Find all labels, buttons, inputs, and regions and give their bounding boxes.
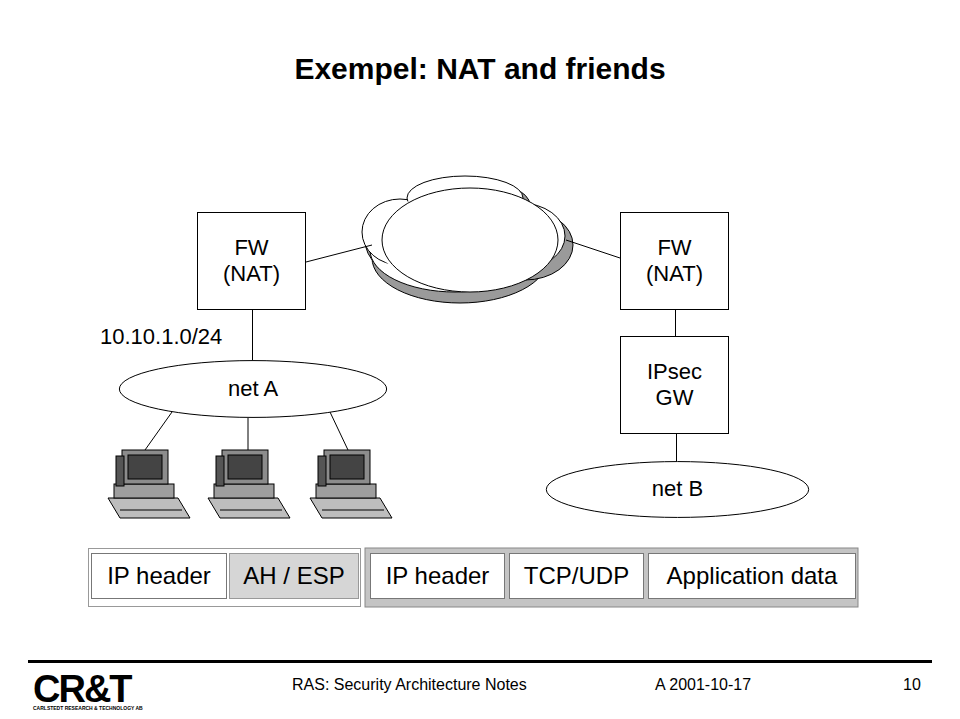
network-ellipse: net B: [545, 461, 810, 518]
node-text: IP header: [107, 562, 211, 591]
packet-field: AH / ESP: [229, 553, 359, 599]
node-text: FW (NAT): [212, 235, 292, 288]
link-line: [306, 245, 372, 262]
node-text: net B: [652, 476, 703, 502]
computer-icon: [108, 450, 190, 518]
page-number: 10: [903, 676, 921, 694]
node-text: TCP/UDP: [524, 562, 629, 591]
logo-text: CR&T: [33, 668, 131, 711]
logo-subtext: CARLSTEDT RESEARCH & TECHNOLOGY AB: [33, 705, 143, 711]
node-text: IP header: [386, 562, 490, 591]
node-text: FW (NAT): [635, 235, 715, 288]
cloud-core: [382, 188, 558, 292]
footer-rule: [28, 660, 932, 663]
packet-field: IP header: [370, 553, 505, 599]
link-line: [252, 310, 253, 360]
link-line: [330, 412, 348, 450]
gateway-box: IPsec GW: [620, 336, 729, 434]
inner-packet-frame: [365, 548, 858, 607]
packet-field: TCP/UDP: [509, 553, 644, 599]
computer-icon: [310, 450, 392, 518]
link-line: [676, 434, 677, 461]
node-text: net A: [228, 376, 278, 402]
computer-icon: [208, 450, 290, 518]
node-text: AH / ESP: [243, 562, 344, 591]
packet-field: Application data: [648, 553, 856, 599]
packet-frame: [89, 549, 361, 607]
link-line: [145, 412, 172, 450]
footer-text: RAS: Security Architecture Notes: [292, 676, 527, 694]
firewall-box: FW (NAT): [620, 212, 729, 310]
cloud-shadow: [365, 180, 573, 303]
link-line: [248, 418, 249, 450]
link-line: [675, 310, 676, 336]
node-text: IPsec GW: [635, 359, 715, 412]
title: Exempel: NAT and friends: [0, 52, 960, 86]
packet-field: IP header: [91, 553, 227, 599]
network-ellipse: net A: [118, 360, 388, 418]
footer-date: A 2001-10-17: [655, 676, 751, 694]
link-line: [566, 240, 620, 258]
node-text: Application data: [667, 562, 838, 591]
subnet-label: 10.10.1.0/24: [100, 324, 222, 350]
firewall-box: FW (NAT): [197, 212, 306, 310]
cloud: [362, 176, 565, 292]
